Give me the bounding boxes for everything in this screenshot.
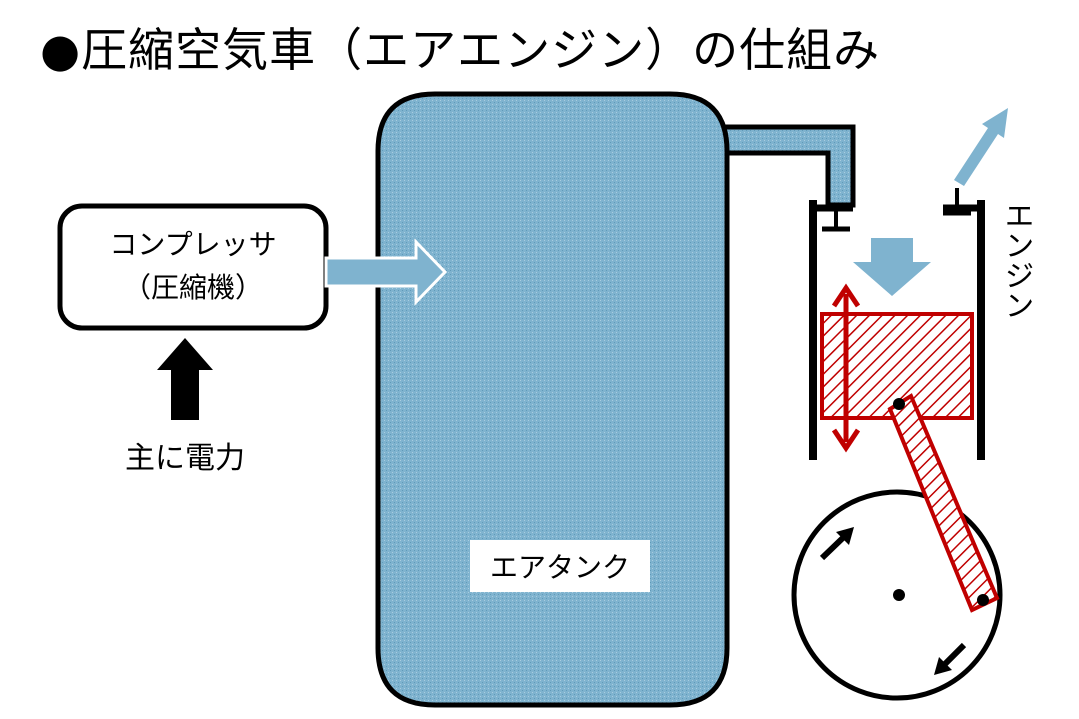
air-tank [375,91,730,708]
engine-label: エンジン [999,200,1034,320]
svg-text:エンジン: エンジン [999,200,1034,320]
intake-valve [822,210,850,232]
exhaust-valve [943,188,971,216]
power-label: 主に電力 [125,441,245,476]
piston-pin [893,398,905,410]
piston-motion-arrow [831,283,861,453]
connecting-rod [887,393,1000,613]
rotation-arrow-bottom [934,642,967,675]
air-pressure-arrow [853,238,931,296]
page-title: ●圧縮空気車（エアエンジン）の仕組み [40,23,881,77]
rotation-arrow-top [819,527,854,561]
engine-cylinder [809,200,985,460]
power-arrow [157,338,213,420]
compressor-sublabel: （圧縮機） [123,271,263,304]
tank-label: エアタンク [490,551,630,584]
tank-label-box [470,540,650,592]
compressor-label: コンプレッサ [109,228,276,261]
crank-center [893,589,905,601]
flow-arrow-to-tank [324,238,448,306]
crank-pin [977,594,989,606]
compressor-box: コンプレッサ （圧縮機） [57,203,329,331]
exhaust-arrow [954,108,1008,186]
